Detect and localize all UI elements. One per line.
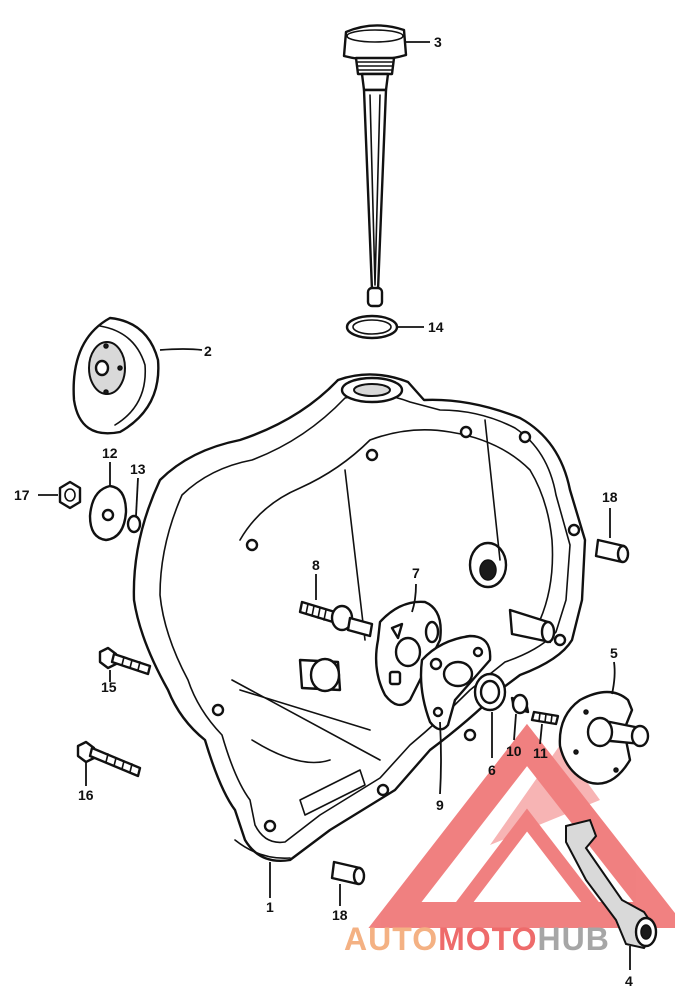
callout-16: 16 [78,787,94,803]
callout-5: 5 [610,645,618,661]
bolt-short [98,646,152,676]
callout-3: 3 [434,34,442,50]
svg-text:AUTOMOTOHUB: AUTOMOTOHUB [344,921,610,957]
callout-17: 17 [14,487,30,503]
clutch-cap [72,316,160,435]
bolt-long [76,740,142,778]
lock-plate [88,484,128,542]
small-o-ring [126,514,142,534]
callout-9: 9 [436,797,444,813]
watermark-part-hub: HUB [537,921,609,957]
oil-seal [473,672,507,712]
crankcase-cover [132,373,587,862]
callout-labels: 1 2 3 4 5 6 7 8 9 10 11 12 13 14 15 16 1… [14,34,633,989]
lever-assembly [558,690,650,785]
callout-13: 13 [130,461,146,477]
lever-arm [565,818,658,950]
nut [58,480,82,510]
callout-11: 11 [533,745,548,761]
callout-2: 2 [204,343,212,359]
callout-18-bottom: 18 [332,907,348,923]
callout-1: 1 [266,899,274,915]
o-ring-dipstick [345,314,399,340]
callout-6: 6 [488,762,496,778]
callout-4: 4 [625,973,633,989]
gasket-plate [394,634,492,731]
callout-14: 14 [428,319,444,335]
watermark-part-moto: MOTO [438,921,537,957]
callout-8: 8 [312,557,320,573]
callout-18-right: 18 [602,489,618,505]
watermark-part-auto: AUTO [344,921,438,957]
dowel-pin-right [594,538,630,564]
dipstick [342,24,408,308]
callout-12: 12 [102,445,118,461]
callout-7: 7 [412,565,420,581]
callout-15: 15 [101,679,117,695]
leader-lines [38,41,631,970]
dowel-pin-bottom [330,860,366,886]
spring-pin [530,710,560,726]
watermark-text: AUTOMOTOHUB [344,921,610,957]
collar [510,693,530,715]
callout-10: 10 [506,743,522,759]
stud-bolt [298,600,374,638]
